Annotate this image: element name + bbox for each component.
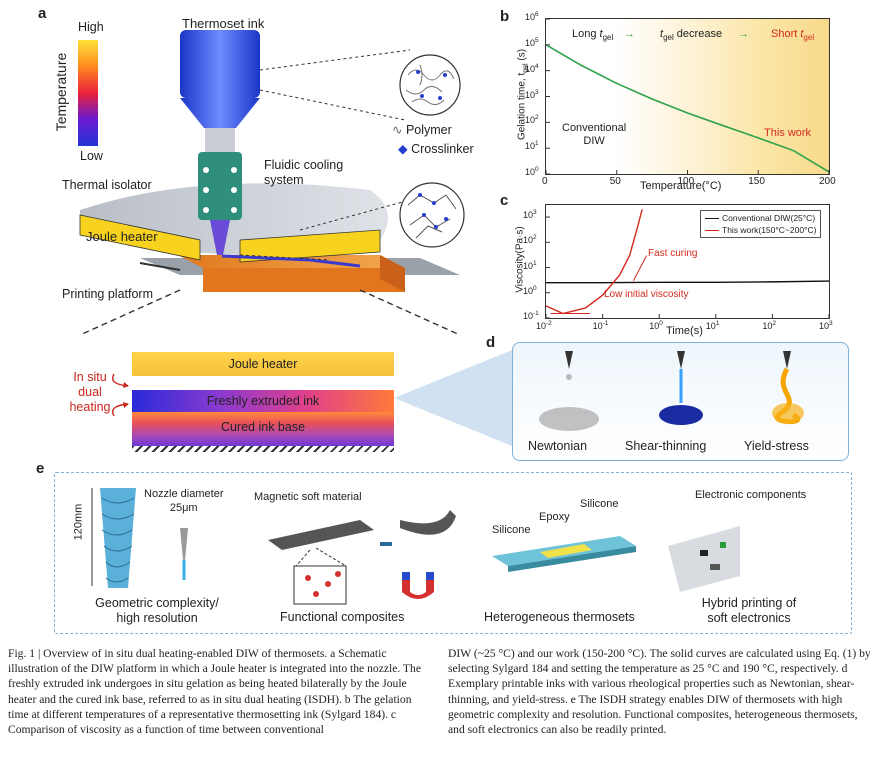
arrow-1: → [624, 28, 635, 40]
x-tick-label: 102 [762, 320, 777, 331]
x-tick-label: 103 [819, 320, 833, 331]
this-work-label: This work [764, 127, 812, 139]
chart-c-legend: Conventional DIW(25°C) This work(150°C~2… [700, 210, 822, 238]
caption-right: DIW (~25 °C) and our work (150-200 °C). … [448, 647, 871, 737]
x-tick-label: 10-2 [536, 320, 552, 331]
x-tick-label: 150 [748, 176, 765, 187]
electronic-components-label: Electronic components [695, 489, 807, 501]
y-tick-label: 103 [525, 88, 539, 100]
panel-b-label: b [500, 8, 510, 25]
caption-heterogeneous: Heterogeneous thermosets [484, 610, 635, 624]
panel-e-illustrations [91, 488, 740, 605]
silicone-label-1: Silicone [492, 524, 531, 536]
series-line-1 [546, 209, 643, 315]
ink-yield-stress: Yield-stress [744, 439, 809, 453]
series-line-gelation [546, 44, 829, 173]
crosslinker-legend: ◆ Crosslinker [398, 142, 474, 156]
ink-newtonian: Newtonian [528, 439, 588, 453]
caption-left: Fig. 1 | Overview of in situ dual heatin… [8, 647, 421, 737]
y-tick-label: 100 [523, 284, 537, 296]
caption-geometric: Geometric complexity/high resolution [95, 596, 219, 625]
magnetic-material-label: Magnetic soft material [254, 491, 362, 503]
y-tick-label: 101 [523, 259, 537, 271]
low-viscosity-label: Low initial viscosity [604, 289, 689, 300]
y-tick-label: 105 [525, 36, 539, 48]
fast-curing-arrow [632, 255, 648, 281]
temperature-colorbar [78, 40, 98, 146]
chart-b-plot [545, 18, 830, 175]
chart-b-xlabel: Temperature(°C) [640, 180, 722, 192]
x-tick-label: 10-1 [592, 320, 609, 331]
y-tick-label: 100 [525, 166, 539, 177]
joule-heater-label: Joule heater [86, 229, 158, 244]
diw-schematic [79, 30, 465, 336]
panel-e-label: e [36, 460, 45, 477]
thermoset-ink-label: Thermoset ink [182, 16, 265, 31]
y-tick-label: 10-1 [523, 310, 539, 321]
x-tick-label: 50 [609, 176, 621, 187]
panel-c-label: c [500, 192, 509, 209]
caption-functional: Functional composites [280, 610, 405, 624]
tgel-decrease-label: tgel decrease [660, 28, 723, 43]
y-tick-label: 102 [525, 114, 539, 126]
x-tick-label: 200 [819, 176, 836, 187]
y-tick-label: 101 [525, 140, 539, 152]
x-tick-label: 0 [542, 176, 548, 187]
panel-e-box [54, 472, 852, 634]
zoom-extruded-ink: Freshly extruded ink [132, 390, 394, 412]
x-tick-label: 100 [649, 320, 663, 331]
x-tick-label: 100 [677, 176, 695, 187]
short-tgel-label: Short tgel [771, 28, 815, 43]
thermal-isolator-label: Thermal isolator [62, 178, 152, 192]
polymer-legend: ∿ Polymer [392, 123, 452, 137]
height-label: 120mm [72, 503, 85, 541]
colorbar-high: High [78, 20, 104, 34]
chart-c-xlabel: Time(s) [666, 325, 703, 337]
y-tick-label: 104 [525, 62, 539, 74]
y-tick-label: 103 [523, 209, 537, 221]
zoom-joule-heater: Joule heater [132, 352, 394, 376]
colorbar-low: Low [80, 149, 103, 163]
ink-illustrations [539, 351, 804, 431]
long-tgel-label: Long tgel [572, 28, 614, 43]
silicone-label-2: Silicone [580, 498, 619, 510]
legend-item-this-work: This work(150°C~200°C) [705, 224, 816, 236]
y-tick-label: 102 [523, 234, 537, 246]
y-tick-label: 106 [525, 11, 539, 22]
panel-d-box [512, 342, 849, 461]
legend-item-conventional: Conventional DIW(25°C) [705, 212, 816, 224]
panel-a-label: a [38, 5, 47, 22]
panel-d-label: d [486, 334, 496, 351]
zoom-hatch [132, 446, 394, 452]
x-tick-label: 101 [705, 320, 720, 331]
series-line-0 [546, 280, 829, 284]
fast-curing-label: Fast curing [648, 248, 698, 259]
epoxy-label: Epoxy [539, 511, 570, 523]
zoom-connector [394, 350, 512, 446]
zoom-cured-base: Cured ink base [132, 412, 394, 446]
arrow-2: → [738, 28, 749, 40]
printing-platform-label: Printing platform [62, 287, 154, 301]
dual-heating-arrows [111, 373, 129, 417]
ink-shear-thinning: Shear-thinning [625, 439, 707, 453]
